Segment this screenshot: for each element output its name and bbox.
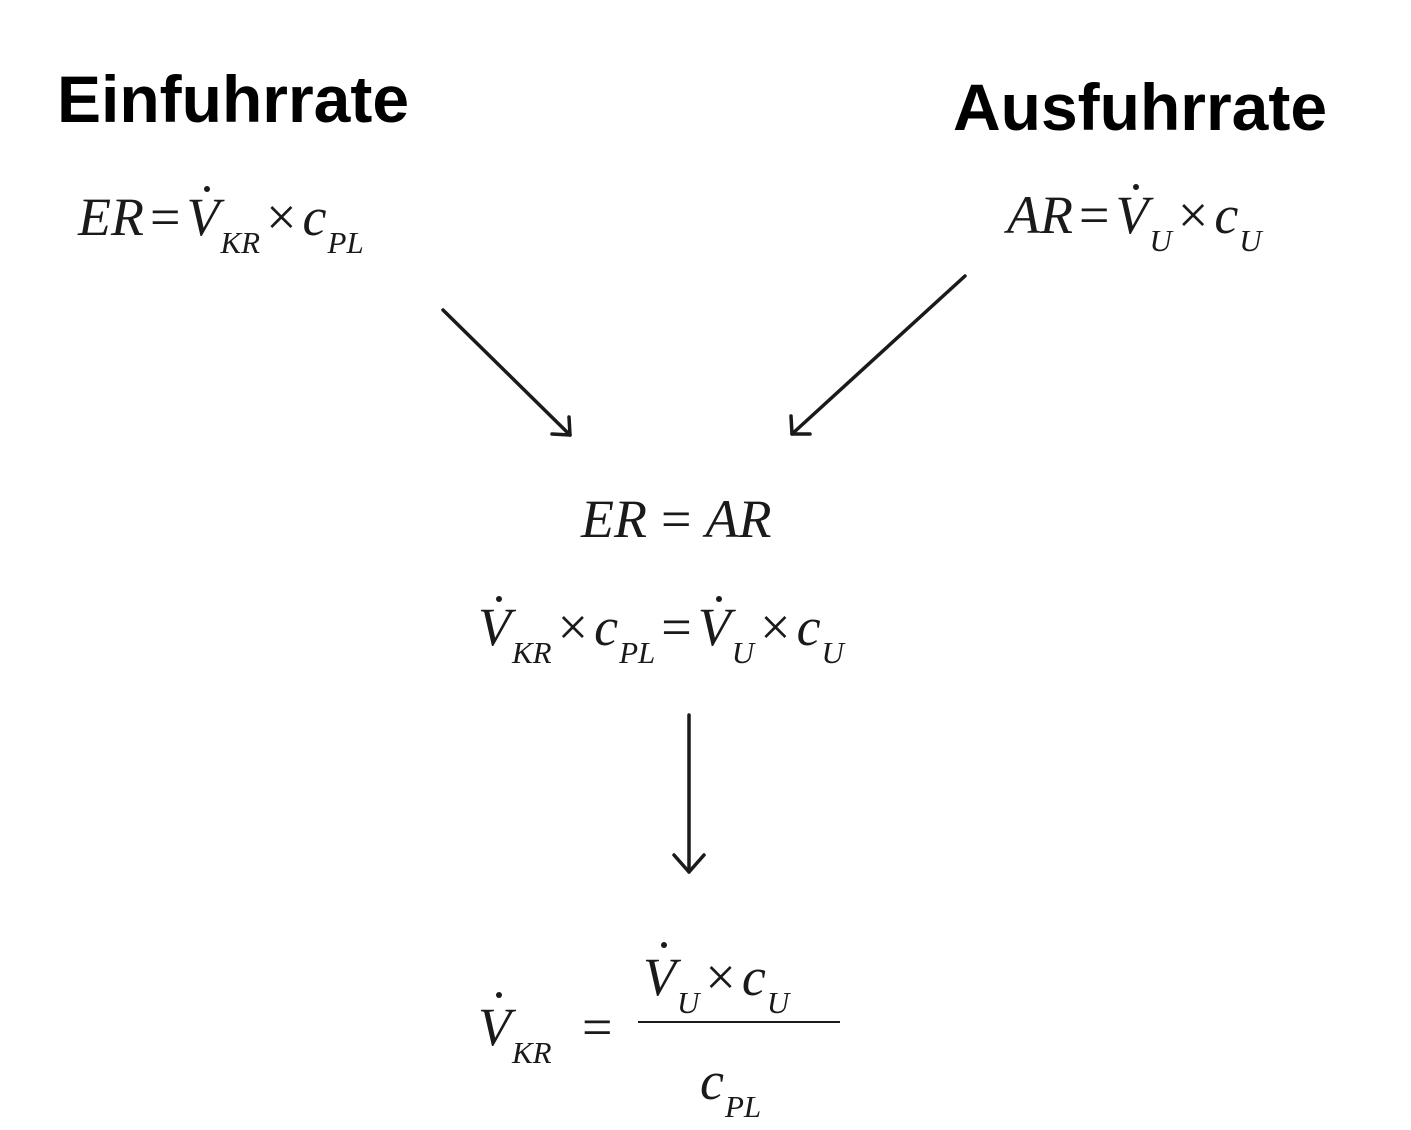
subscript-u: U <box>1239 223 1262 258</box>
arrow-down-right-icon <box>441 308 572 437</box>
symbol-v-dot: V <box>478 992 511 1057</box>
subscript-u: U <box>731 635 755 670</box>
equation-expanded: VKR×cPL=VU×cU <box>478 596 844 668</box>
equation-er-equals-ar: ER=AR <box>581 492 771 546</box>
times-sign: × <box>705 947 736 1007</box>
symbol-c: c <box>796 597 821 657</box>
heading-ausfuhrrate: Ausfuhrrate <box>953 70 1328 144</box>
subscript-u: U <box>1149 223 1172 258</box>
equals-sign: = <box>149 187 181 247</box>
fraction-denominator: cPL <box>700 1050 761 1124</box>
symbol-c: c <box>741 947 766 1007</box>
heading-einfuhrrate: Einfuhrrate <box>57 62 410 136</box>
equation-ausfuhrrate: AR=VU×cU <box>1007 184 1262 256</box>
symbol-ar: AR <box>1007 185 1073 245</box>
subscript-u: U <box>821 635 844 670</box>
equals-sign: = <box>660 489 692 549</box>
symbol-v-dot: V <box>1115 184 1149 245</box>
subscript-kr: KR <box>512 1035 552 1070</box>
symbol-v-dot: V <box>643 942 676 1007</box>
arrow-down-left-icon <box>789 274 967 436</box>
equation-einfuhrrate: ER=VKR×cPL <box>78 186 364 258</box>
symbol-er: ER <box>78 187 144 247</box>
times-sign: × <box>760 597 791 657</box>
times-sign: × <box>266 187 297 247</box>
subscript-u: U <box>677 985 700 1020</box>
symbol-er: ER <box>581 489 647 549</box>
times-sign: × <box>557 597 589 657</box>
symbol-c: c <box>1214 185 1239 245</box>
symbol-v-dot: V <box>478 596 511 657</box>
symbol-c: c <box>302 187 327 247</box>
subscript-pl: PL <box>327 225 364 260</box>
symbol-c: c <box>594 597 619 657</box>
fraction-numerator: VU×cU <box>643 942 789 1020</box>
subscript-kr: KR <box>512 635 552 670</box>
final-lhs: VKR <box>478 992 552 1070</box>
equals-sign: = <box>1078 185 1110 245</box>
equals-sign: = <box>582 997 613 1057</box>
symbol-v-dot: V <box>186 186 220 247</box>
subscript-pl: PL <box>619 635 656 670</box>
symbol-v-dot: V <box>697 596 731 657</box>
symbol-c: c <box>700 1051 724 1111</box>
subscript-u: U <box>766 985 790 1020</box>
arrow-down-icon <box>672 713 706 874</box>
equals-sign: = <box>661 597 692 657</box>
times-sign: × <box>1177 185 1209 245</box>
subscript-pl: PL <box>724 1089 762 1124</box>
subscript-kr: KR <box>220 225 261 260</box>
fraction-bar <box>638 1021 840 1023</box>
symbol-ar: AR <box>705 489 772 549</box>
